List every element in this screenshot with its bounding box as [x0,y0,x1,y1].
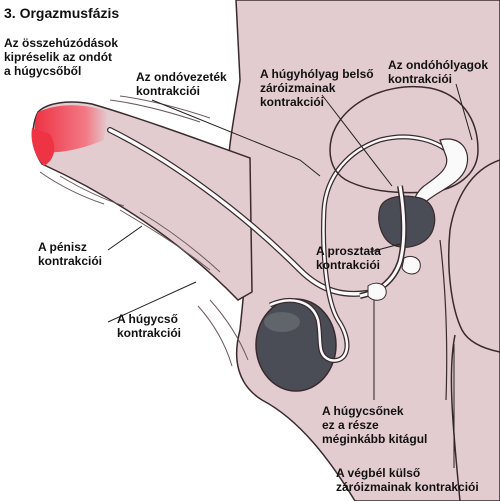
label-hugyholyag-zaroizom: A húgyhólyag belső záróizmainak kontrakc… [260,67,374,109]
label-ondo-kipreselese: Az összehúzódások kipréselik az ondót a … [4,36,119,78]
label-hugycso: A húgycső kontrakciói [117,312,182,340]
rectum-wall [439,239,448,401]
label-ondovezetek: Az ondóvezeték kontrakciói [136,70,227,98]
label-hugycso-resz: A húgycsőnek ez a része méginkább kitágu… [322,404,428,446]
bladder [329,86,479,194]
penis-shaft [32,101,253,301]
glans-tip [34,105,108,153]
leader-lines [107,83,473,468]
label-penisz: A pénisz kontrakciói [38,240,103,268]
label-ondoholyag: Az ondóhólyagok kontrakciói [388,58,488,86]
contraction-ripples [39,95,249,367]
label-prosztata: A prosztata kontrakciói [316,244,381,272]
diagram-title: 3. Orgazmusfázis [4,5,120,21]
urethra-shaft-lumen [108,128,382,296]
thigh-contour [448,159,500,353]
testis [255,298,337,392]
epididymis [264,312,300,332]
glans-lower-tip [31,128,55,166]
label-vegbel: A végbél külső záróizmainak kontrakciói [336,466,479,494]
buttock-contour [450,334,461,501]
vas-deferens-lumen [269,135,456,362]
duct-bulge [401,255,421,275]
urethra-bulge [367,282,387,301]
